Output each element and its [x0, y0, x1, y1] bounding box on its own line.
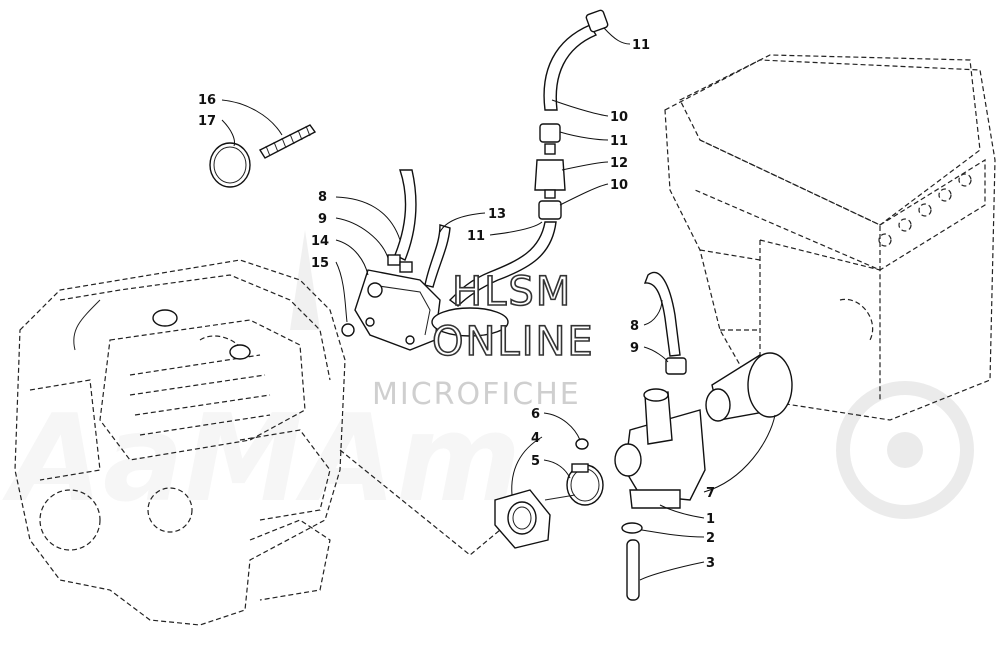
- callout-11-c: 11: [467, 229, 485, 244]
- callout-17: 17: [198, 114, 216, 129]
- watermark: HLSM ONLINE MICROFICHE: [372, 268, 595, 412]
- callout-3: 3: [706, 556, 715, 571]
- background-watermark-graphic: AaMAm: [2, 230, 974, 529]
- callout-13: 13: [488, 207, 506, 222]
- engine-assembly: [14, 259, 346, 626]
- callout-15: 15: [311, 256, 329, 271]
- callout-leaders: [221, 27, 776, 581]
- callout-11-a: 11: [632, 38, 650, 53]
- watermark-brand-graphic: AaMAm: [2, 390, 521, 529]
- callout-8-a: 8: [318, 190, 327, 205]
- callout-4: 4: [531, 431, 540, 446]
- callout-5: 5: [531, 454, 540, 469]
- callout-9-b: 9: [630, 341, 639, 356]
- intake-flange: [494, 489, 576, 549]
- intake-boot: [705, 352, 793, 422]
- callout-14: 14: [311, 234, 329, 249]
- callout-1: 1: [706, 512, 715, 527]
- callout-9-a: 9: [318, 212, 327, 227]
- air-box-assembly: [664, 54, 996, 421]
- callout-12: 12: [610, 156, 628, 171]
- routing-line: [339, 449, 501, 556]
- callout-2: 2: [706, 531, 715, 546]
- fuel-filter-parts: [448, 123, 566, 307]
- watermark-line-3: MICROFICHE: [372, 377, 581, 412]
- callout-8-b: 8: [630, 319, 639, 334]
- callout-11-b: 11: [610, 134, 628, 149]
- fuel-hose-upper: [543, 9, 609, 111]
- watermark-line-2: ONLINE: [432, 319, 595, 365]
- watermark-line-1: HLSM: [452, 269, 572, 315]
- callout-labels: 11 10 11 12 10 13 11 16 17 8 9 14 15 8 9…: [198, 38, 715, 571]
- carburetor: [614, 388, 706, 509]
- callout-10-a: 10: [610, 110, 628, 125]
- vent-hose: [643, 271, 687, 375]
- spring-and-clip: [209, 124, 317, 188]
- callout-6: 6: [531, 407, 540, 422]
- callout-16: 16: [198, 93, 216, 108]
- callout-10-b: 10: [610, 178, 628, 193]
- clamp: [566, 438, 604, 506]
- fuel-pump: [341, 169, 509, 351]
- drain-hose: [621, 522, 643, 601]
- callout-7: 7: [706, 486, 715, 501]
